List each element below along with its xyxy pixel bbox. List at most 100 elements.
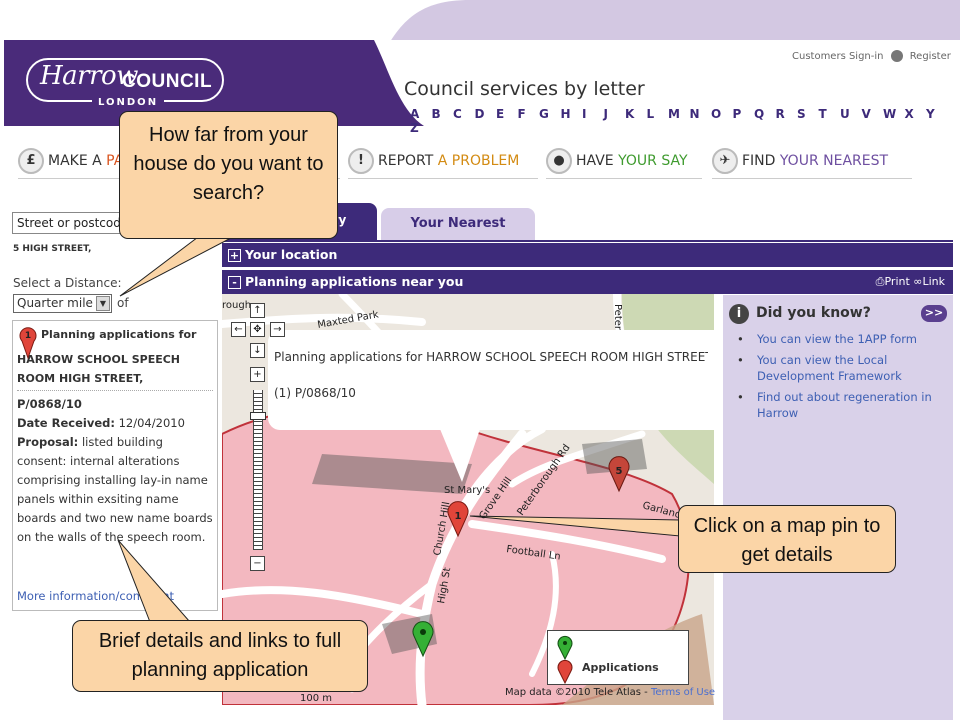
nav-item-your-nearest[interactable]: ✈FIND YOUR NEAREST	[712, 143, 912, 179]
your-location-bar[interactable]: +Your location	[222, 243, 953, 267]
letter-link[interactable]: H	[560, 107, 571, 121]
logo-council: COUNCIL	[122, 71, 213, 92]
letter-link[interactable]: B	[431, 107, 441, 121]
popup-reference[interactable]: (1) P/0868/10	[274, 386, 356, 400]
expand-icon[interactable]: +	[228, 249, 241, 262]
letter-link[interactable]: N	[689, 107, 700, 121]
register-link[interactable]: Register	[909, 51, 951, 62]
nav-label-highlight: YOUR SAY	[618, 153, 688, 169]
map-scale: 100 m	[300, 693, 333, 704]
did-you-know-list: You can view the 1APP form You can view …	[737, 331, 937, 426]
letter-link[interactable]: Q	[754, 107, 765, 121]
print-link[interactable]: Print	[884, 275, 910, 288]
popup-title: Planning applications for HARROW SCHOOL …	[274, 350, 708, 364]
list-item[interactable]: You can view the 1APP form	[737, 331, 937, 347]
letter-link[interactable]: F	[517, 107, 526, 121]
svg-text:1: 1	[25, 331, 31, 341]
details-reference: P/0868/10	[17, 397, 82, 411]
letter-link[interactable]: M	[668, 107, 680, 121]
zoom-slider[interactable]	[253, 390, 263, 550]
nav-item-your-say[interactable]: ●HAVE YOUR SAY	[546, 143, 702, 179]
planning-bar[interactable]: -Planning applications near you ⎙Print ∞…	[222, 270, 953, 294]
user-icon	[890, 50, 903, 62]
print-icon: ⎙	[875, 275, 885, 288]
map-popup: Planning applications for HARROW SCHOOL …	[268, 330, 714, 430]
pin-icon: ✈	[712, 148, 738, 174]
more-info-link[interactable]: More information/comment	[17, 589, 175, 603]
nav-item-a-problem[interactable]: !REPORT A PROBLEM	[348, 143, 538, 179]
letter-link[interactable]: V	[861, 107, 871, 121]
letter-link[interactable]: L	[646, 107, 655, 121]
zoom-handle[interactable]	[250, 412, 266, 420]
legend-label: Applications	[582, 661, 659, 674]
signin-link[interactable]: Customers Sign-in	[792, 51, 884, 62]
details-address: HARROW SCHOOL SPEECH ROOM HIGH STREET,	[17, 350, 213, 391]
letter-link[interactable]: C	[453, 107, 462, 121]
letter-link[interactable]: T	[818, 107, 827, 121]
pan-center-icon[interactable]: ✥	[250, 322, 265, 337]
distance-of: of	[117, 296, 129, 310]
letter-link[interactable]: E	[496, 107, 505, 121]
did-you-know-title: Did you know?	[756, 305, 871, 321]
application-details: 1 Planning applications for HARROW SCHOO…	[12, 320, 218, 611]
details-heading: Planning applications for	[41, 328, 197, 341]
nav-label: MAKE A	[48, 153, 107, 169]
account-links: Customers Sign-in Register	[792, 50, 951, 62]
letter-link[interactable]: D	[474, 107, 485, 121]
map-attribution: Map data ©2010 Tele Atlas - Terms of Use	[505, 687, 716, 698]
street-label: St Mary's	[444, 485, 490, 496]
distance-value: Quarter mile	[17, 296, 93, 310]
current-address: 5 HIGH STREET,	[13, 244, 92, 254]
letter-link[interactable]: R	[775, 107, 785, 121]
distance-label: Select a Distance:	[13, 276, 122, 290]
pan-right-icon[interactable]: →	[270, 322, 285, 337]
letter-link[interactable]: S	[797, 107, 806, 121]
callout-map-pin: Click on a map pin to get details	[678, 505, 896, 573]
callout-distance: How far from your house do you want to s…	[119, 111, 338, 239]
letter-link[interactable]: G	[539, 107, 549, 121]
zoom-in-icon[interactable]: +	[250, 367, 265, 382]
details-date: Date Received: 12/04/2010	[17, 416, 185, 430]
alert-icon: !	[348, 148, 374, 174]
terms-link[interactable]: Terms of Use	[650, 687, 716, 698]
nav-label: HAVE	[576, 153, 619, 169]
letter-link[interactable]: J	[603, 107, 608, 121]
chevron-down-icon[interactable]: ▼	[96, 296, 110, 311]
callout-brief-details: Brief details and links to full planning…	[72, 620, 368, 692]
zoom-out-icon[interactable]: −	[250, 556, 265, 571]
letter-link[interactable]: W	[883, 107, 897, 121]
list-item[interactable]: Find out about regeneration in Harrow	[737, 389, 937, 421]
info-icon: i	[729, 304, 749, 324]
pan-up-icon[interactable]: ↑	[250, 303, 265, 318]
distance-select[interactable]: Quarter mile ▼	[13, 294, 112, 313]
list-item[interactable]: You can view the Local Development Frame…	[737, 352, 937, 384]
letter-link[interactable]: U	[840, 107, 850, 121]
nav-label: REPORT	[378, 153, 438, 169]
legend-pins	[557, 635, 573, 685]
link-icon: ∞	[913, 275, 923, 288]
letter-link[interactable]: O	[711, 107, 722, 121]
tab-your-nearest[interactable]: Your Nearest	[381, 208, 535, 241]
link-link[interactable]: Link	[922, 275, 945, 288]
pan-down-icon[interactable]: ↓	[250, 343, 265, 358]
street-label: rough	[222, 300, 251, 311]
letter-link[interactable]: A	[410, 107, 420, 121]
speech-icon: ●	[546, 148, 572, 174]
letter-link[interactable]: X	[904, 107, 914, 121]
nav-label-highlight: A PROBLEM	[437, 153, 520, 169]
tab-underline	[222, 240, 953, 242]
services-title: Council services by letter	[404, 78, 645, 100]
collapse-icon[interactable]: -	[228, 276, 241, 289]
map-legend: Applications	[547, 630, 689, 685]
map-pin-icon: 1	[19, 327, 37, 359]
logo-london: LONDON	[92, 97, 165, 108]
logo-script: Harrow	[40, 61, 138, 91]
pan-left-icon[interactable]: ←	[231, 322, 246, 337]
letter-link[interactable]: Z	[410, 121, 419, 135]
letter-link[interactable]: I	[582, 107, 587, 121]
letter-link[interactable]: K	[625, 107, 635, 121]
letter-link[interactable]: Y	[926, 107, 935, 121]
print-link-group: ⎙Print ∞Link	[876, 275, 945, 289]
more-button[interactable]: >>	[921, 305, 947, 322]
letter-link[interactable]: P	[732, 107, 742, 121]
